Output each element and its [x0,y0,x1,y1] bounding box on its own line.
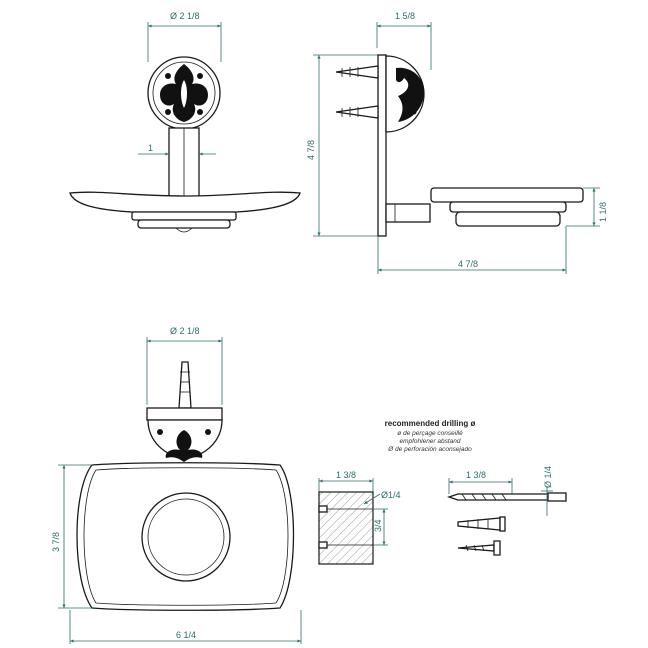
screw-icon [457,540,501,556]
side-ornament-icon [396,67,424,122]
side-view: 1 5/8 4 7/8 1 1/8 [306,11,608,274]
drill-length-label: 1 3/8 [466,470,486,480]
drilling-note-title: recommended drilling ø [385,419,476,428]
wall-plug-icon [457,516,506,532]
plug-detail: 1 3/8 3/4 Ø1/4 [318,470,401,565]
front-view: Ø 2 1/8 1 [69,11,301,233]
side-total-depth-label: 4 7/8 [458,259,478,269]
drill-detail: 1 3/8 Ø 1/4 [446,466,567,556]
bottom-diameter-label: Ø 2 1/8 [170,326,200,336]
ornament-icon [160,64,208,122]
drilling-note-de: empfohlener abstand [399,438,460,445]
bottom-width-label: 6 1/4 [176,630,196,640]
drilling-note-es: Ø de perforación aconsejado [387,446,472,453]
plug-length-label: 1 3/8 [336,470,356,480]
top-view: Ø 2 1/8 3 7/8 6 1/4 [51,326,302,644]
side-dish-height-label: 1 1/8 [598,202,608,222]
bottom-height-label: 3 7/8 [51,532,61,552]
drilling-note: recommended drilling ø ø de perçage cons… [385,419,476,453]
plug-diameter-label: Ø1/4 [381,490,401,500]
top-ornament-icon [157,429,211,462]
drilling-note-fr: ø de perçage conseillé [397,430,463,437]
front-diameter-label: Ø 2 1/8 [170,11,200,21]
side-depth-label: 1 5/8 [395,11,415,21]
side-height-label: 4 7/8 [306,140,316,160]
plug-spacing-label: 3/4 [373,519,383,532]
drill-diameter-label: Ø 1/4 [543,466,553,488]
front-stem-label: 1 [148,143,153,153]
